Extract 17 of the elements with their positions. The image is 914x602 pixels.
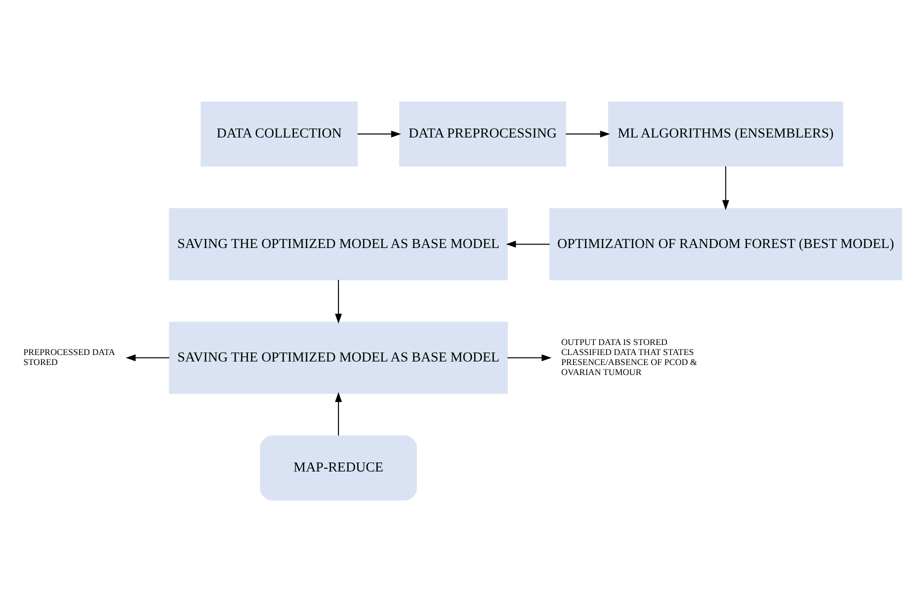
arrow: [126, 354, 170, 362]
arrow: [506, 240, 550, 248]
node-box: MAP-REDUCE: [260, 435, 417, 501]
node-box: DATA COLLECTION: [200, 101, 358, 167]
arrow: [507, 354, 552, 362]
node-box: ML ALGORITHMS (ENSEMBLERS): [608, 101, 844, 167]
arrow: [565, 130, 610, 138]
arrow: [357, 130, 402, 138]
node-text: PREPROCESSED DATA STORED: [23, 347, 116, 367]
node-text: OUTPUT DATA IS STORED CLASSIFIED DATA THAT STATES PRESENCE/ABSENCE OF PCOD & OVARIAN TUMOUR: [561, 337, 698, 377]
node-box: SAVING THE OPTIMIZED MODEL AS BASE MODEL: [169, 208, 508, 280]
node-box: OPTIMIZATION OF RANDOM FOREST (BEST MODEL): [549, 208, 902, 280]
arrow: [335, 279, 342, 324]
arrow: [335, 392, 342, 436]
node-box: SAVING THE OPTIMIZED MODEL AS BASE MODEL: [169, 322, 508, 394]
arrow: [722, 166, 730, 210]
node-box: DATA PREPROCESSING: [399, 101, 566, 167]
